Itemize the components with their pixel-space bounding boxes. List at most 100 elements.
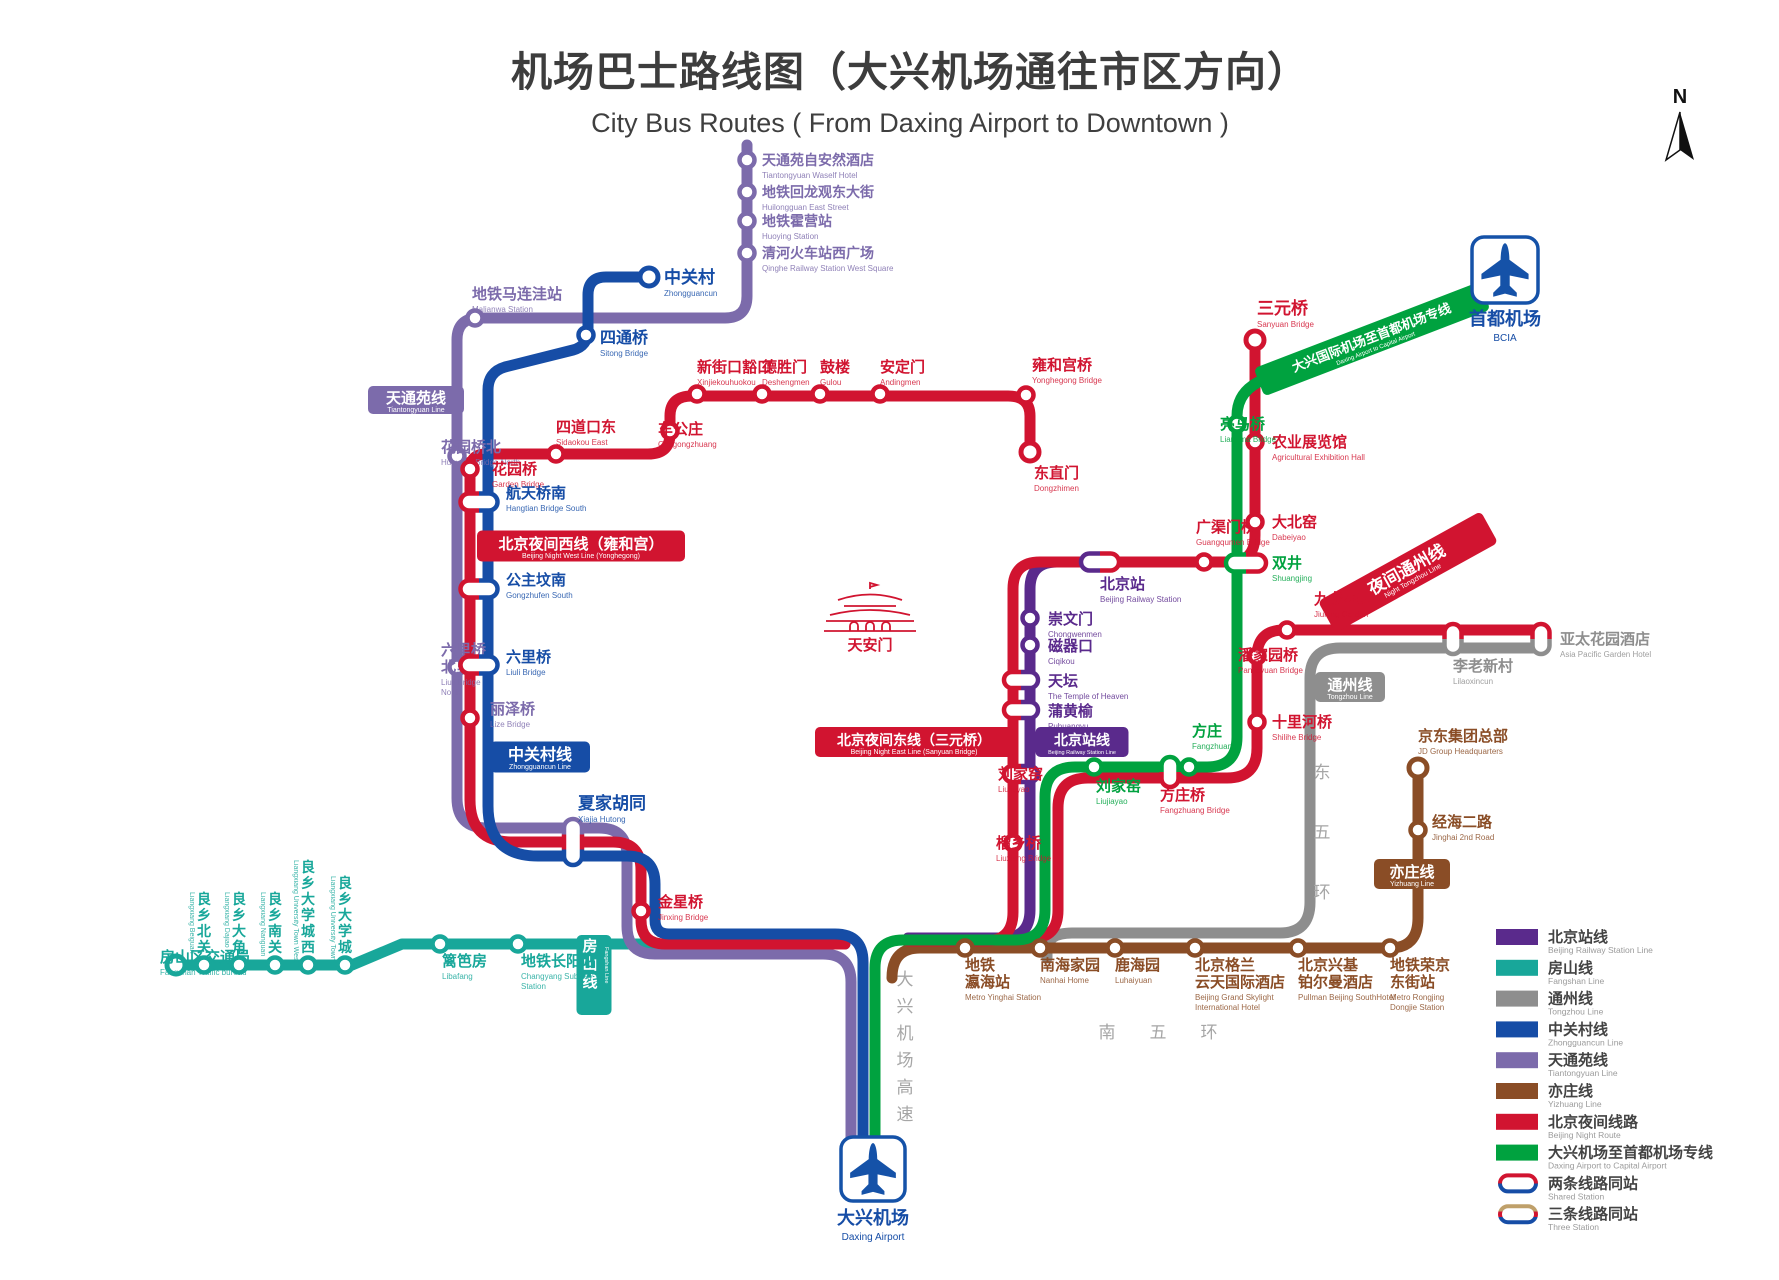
station-marker bbox=[1020, 608, 1040, 628]
line-box-bg bbox=[490, 741, 590, 773]
station-marker bbox=[460, 708, 480, 728]
station-zh: 崇文门 bbox=[1048, 610, 1093, 628]
station-zh: 航天桥南 bbox=[506, 484, 566, 502]
tiananmen-stroke bbox=[865, 621, 875, 631]
station-marker-shared bbox=[1078, 551, 1122, 573]
station-en: Changyang Subway bbox=[521, 972, 593, 981]
station-en: JD Group Headquarters bbox=[1418, 747, 1503, 756]
station-zh: 天通苑自安然酒店 bbox=[762, 152, 874, 168]
station-en: Gulou bbox=[820, 378, 841, 387]
station-en: Liangxiang Dajiao bbox=[223, 892, 230, 948]
tiananmen-stroke bbox=[869, 581, 881, 589]
road-char: 东 bbox=[1314, 763, 1331, 782]
legend-zh: 大兴机场至首都机场专线 bbox=[1548, 1144, 1713, 1162]
station-zh: 金星桥 bbox=[657, 893, 704, 911]
airport-label-zh: 大兴机场 bbox=[837, 1207, 909, 1228]
station-marker bbox=[194, 955, 214, 975]
station-zh: 地铁长阳站 bbox=[521, 952, 596, 970]
airport-label-en: BCIA bbox=[1493, 333, 1517, 344]
compass: N bbox=[1664, 86, 1694, 162]
station-zh: 良 bbox=[301, 859, 315, 875]
legend-en: Three Station bbox=[1548, 1222, 1599, 1232]
airplane-icon bbox=[850, 1143, 896, 1195]
station-marker bbox=[631, 901, 651, 921]
line-box-bg bbox=[1255, 283, 1489, 395]
line-box-bg bbox=[477, 530, 685, 562]
station-zh: 花园桥 bbox=[492, 460, 538, 478]
station-zh: 大 bbox=[232, 923, 246, 939]
station-marker bbox=[1030, 938, 1050, 958]
station-zh: 公主坟南 bbox=[506, 571, 566, 589]
airplane-icon bbox=[1481, 243, 1529, 297]
legend-swatch bbox=[1496, 1052, 1538, 1069]
station-zh: 亮马桥 bbox=[1220, 415, 1266, 433]
station-zh: 乡 bbox=[197, 907, 211, 923]
station-marker bbox=[1016, 385, 1036, 405]
station-zh: 大 bbox=[338, 907, 352, 923]
station-marker-shared bbox=[1530, 621, 1552, 657]
line-box-en: Tongzhou Line bbox=[1327, 694, 1373, 701]
station-marker bbox=[1245, 512, 1265, 532]
page-title: 机场巴士路线图（大兴机场通往市区方向） bbox=[511, 49, 1309, 95]
station-en: Yonghegong Bridge bbox=[1032, 376, 1103, 385]
station-en: The Temple of Heaven bbox=[1048, 692, 1128, 701]
station-zh: 车公庄 bbox=[658, 420, 703, 438]
station-zh: 丽泽桥 bbox=[490, 700, 536, 718]
station-marker bbox=[687, 384, 707, 404]
station-zh: 乡 bbox=[232, 907, 246, 923]
tiananmen-label: 天安门 bbox=[847, 636, 892, 654]
legend-zh: 北京夜间线路 bbox=[1548, 1113, 1639, 1131]
compass-needle-light bbox=[1664, 111, 1681, 162]
station-zh: 刘家窑 bbox=[1096, 777, 1141, 795]
station-en: Station bbox=[521, 982, 546, 991]
line-box-bg bbox=[368, 386, 464, 414]
station-en: Jinxing Bridge bbox=[658, 913, 709, 922]
line-fangshan-line bbox=[170, 938, 851, 971]
station-marker bbox=[335, 955, 355, 975]
station-zh: 方庄桥 bbox=[1160, 786, 1206, 804]
station-zh: 乡 bbox=[338, 891, 352, 907]
station-en: Huayuan Bridge North bbox=[441, 458, 520, 467]
station-marker bbox=[576, 325, 596, 345]
legend-swatch bbox=[1496, 959, 1538, 976]
station-marker bbox=[1003, 833, 1023, 853]
station-en: Beijing Railway Station bbox=[1100, 595, 1181, 604]
station-zh: 方庄 bbox=[1192, 722, 1222, 740]
station-en: Liangma Bridge bbox=[1220, 435, 1277, 444]
station-zh: 铂尔曼酒店 bbox=[1298, 973, 1373, 991]
line-box-bg bbox=[1319, 512, 1497, 632]
station-zh: 学 bbox=[301, 907, 315, 923]
station-en: Tiantongyuan Waself Hotel bbox=[762, 171, 858, 180]
station-en: Liuxiang Bridge bbox=[996, 854, 1052, 863]
station-zh: 农业展览馆 bbox=[1271, 433, 1347, 451]
map-header: 机场巴士路线图（大兴机场通往市区方向） City Bus Routes ( Fr… bbox=[300, 38, 1520, 139]
legend-zh: 三条线路同站 bbox=[1548, 1205, 1638, 1223]
road-char: 五 bbox=[1314, 823, 1331, 842]
legend-en: Yizhuang Line bbox=[1548, 1099, 1602, 1109]
station-en: Panjiayuan Bridge bbox=[1238, 666, 1303, 675]
station-marker bbox=[737, 150, 757, 170]
station-zh: 南 bbox=[268, 923, 282, 939]
line-box-zh: 北京夜间东线（三元桥） bbox=[837, 732, 991, 748]
station-zh: 篱笆房 bbox=[442, 952, 487, 970]
